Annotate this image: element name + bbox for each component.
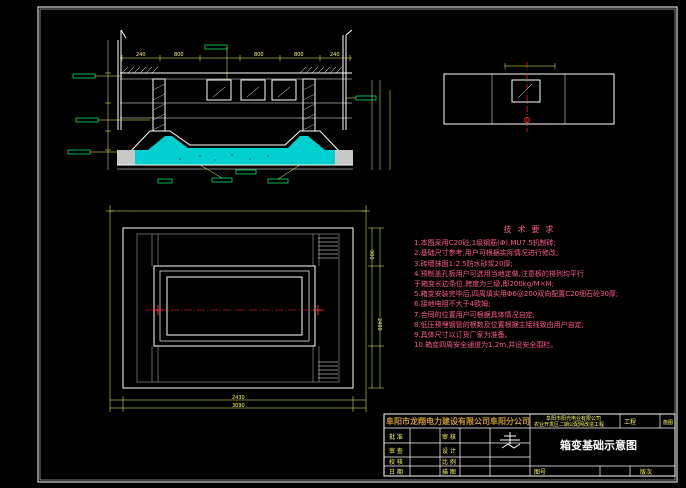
row-examine-label: 审 查 (389, 447, 403, 455)
plan-inner-width-dim: 2430 (232, 395, 245, 401)
plan-view: 3090 2430 2400 900 (106, 205, 384, 412)
row-approve-label: 批 准 (389, 433, 403, 441)
note-item: 8.低压预埋钢管的根数及位置根据主接线致由用户自定; (414, 320, 585, 329)
note-item: 4.预制盖孔板用户可选用当地定做,注意板的排列均平行 (414, 269, 584, 278)
note-item: 7.合同的位置用户可根据具体情况自定; (414, 310, 536, 319)
note-item: 1.本图采用C20砼,1级钢筋(Φ),MU7.5机制砖; (414, 239, 557, 248)
client-line-2: 农业开发区二期公配网改造工程 (534, 421, 604, 428)
client-line-1: 阜阳市阳光电业有限公司 (546, 415, 601, 422)
side-view (443, 62, 615, 132)
row-design-label: 设 计 (442, 447, 456, 455)
title-block: 阜阳市龙翔电力建设有限公司阜阳分公司 阜阳市阳光电业有限公司 农业开发区二期公配… (383, 413, 676, 477)
row-review-label: 审 核 (442, 433, 456, 441)
company-name: 阜阳市龙翔电力建设有限公司阜阳分公司 (386, 416, 530, 426)
plan-width-dim: 3090 (232, 403, 245, 409)
notes-title: 技术要求 (503, 225, 560, 234)
centerline-marker (524, 117, 530, 123)
revision-label: 版次 (640, 468, 652, 476)
note-item: 3.砖墙抹面1:2.5防水砂浆20厚; (414, 259, 513, 268)
section-dim-3: 800 (254, 52, 264, 58)
row-scale-label: 比 例 (442, 458, 456, 466)
note-item: 2.基础尺寸参考,用户可根据实际情况进行修改; (414, 249, 559, 258)
row-trace-label: 描 图 (442, 468, 456, 476)
note-item: 9.具体尺寸以订货厂家为准备。 (414, 331, 512, 340)
concrete-base (130, 136, 340, 165)
row-check-label: 校 核 (389, 458, 403, 466)
section-dim-2: 800 (174, 52, 184, 58)
row-date-label: 日 期 (389, 468, 403, 476)
sheet-border-inner (39, 8, 676, 481)
technical-notes: 技术要求 1.本图采用C20砼,1级钢筋(Φ),MU7.5机制砖; 2.基础尺寸… (414, 225, 669, 350)
drawing-number-label: 图号 (534, 469, 546, 476)
section-dim-5: 240 (330, 52, 340, 58)
plan-right-dim: 900 (368, 250, 374, 260)
note-item: 6.接地电阻不大于4欧姆; (414, 300, 491, 309)
section-view: 240 800 800 800 240 (67, 29, 391, 184)
note-item: 于箱变长边条位,跨度为三级,即200kg/M×M; (414, 280, 554, 289)
sheet-border (37, 6, 678, 483)
section-dim-4: 800 (294, 52, 304, 58)
project-label: 工程 (624, 418, 636, 426)
note-item: 10.箱变四周安全通道为1.2m,并设安全围栏。 (414, 341, 558, 350)
plan-height-dim: 2400 (376, 318, 382, 331)
section-dim-1: 240 (136, 52, 146, 58)
company-logo-icon (500, 432, 521, 449)
stage-label: 施图 (663, 419, 673, 426)
drawing-title: 箱变基础示意图 (560, 438, 637, 452)
note-item: 5.箱变安装完毕后,四周填实用Φ6@200双向配置C20细石砼30厚; (414, 290, 619, 299)
